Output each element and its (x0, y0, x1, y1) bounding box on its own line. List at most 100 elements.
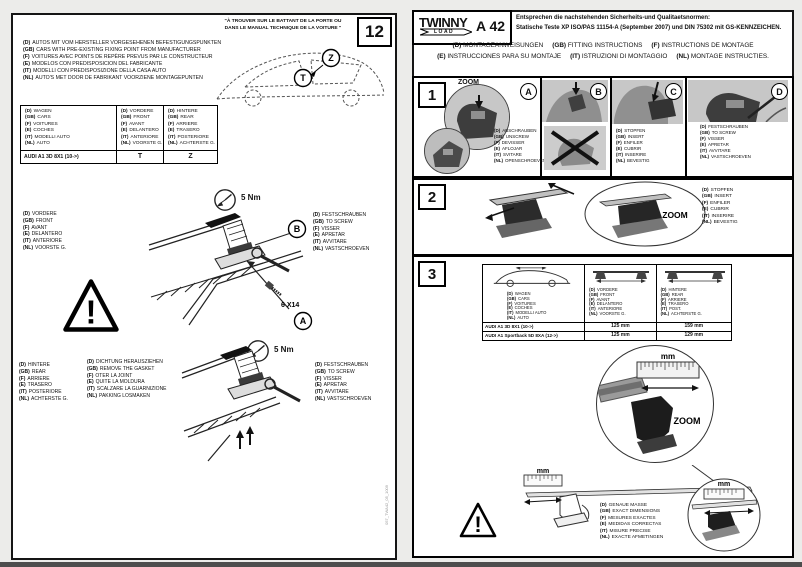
lang-line: (E)QUITE LA MOLDURA (87, 379, 167, 386)
lang-line: (GB)REAR (660, 291, 731, 298)
lang-line: (NL)VASTSCHROEVEN (700, 154, 751, 160)
lang-line: (E)AFLOJAR (494, 146, 546, 152)
lang-text: ARRIERE (27, 375, 50, 382)
lang-text: AVANT (31, 224, 48, 231)
lang-code: (IT) (168, 134, 176, 140)
lang-code: (D) (600, 503, 607, 508)
lang-line: (D)STOPFEN (616, 128, 650, 134)
table-header-cars: (D)WAGEN(GB)CARS(F)VOITURES(E)COCHES(IT)… (21, 106, 116, 150)
lang-line: (F)VOITURES (507, 300, 584, 307)
marker-z: Z (328, 53, 334, 63)
lang-line: (E)DELANTERO (121, 128, 163, 134)
lang-text: UNSCREW (505, 134, 529, 140)
lang-text: INSERT (714, 194, 732, 200)
lang-code: (NL) (589, 311, 598, 317)
table-row: AUDI A1 Sportback 5D 8XA (12->) 125 mm 1… (482, 331, 732, 341)
lang-text: MONTAGE INSTRUCTIES. (690, 53, 769, 60)
lang-text: POSTERIORE (177, 134, 209, 140)
lang-code: (GB) (23, 217, 34, 224)
lang-code: (IT) (589, 306, 596, 312)
lang-line: (NL)VOORSTE G. (589, 311, 655, 317)
step-2-number: 2 (427, 188, 437, 206)
instr-item: (IT) ISTRUZIONI DI MONTAGGIO (570, 53, 667, 60)
lang-text: OPENSCHROEVEN (505, 158, 547, 164)
lang-code: (GB) (660, 291, 670, 297)
lang-code: (IT) (19, 389, 27, 395)
lang-text: VASTSCHROEVEN (325, 245, 370, 252)
lang-code: (D) (23, 211, 30, 217)
lang-text: WAGEN (33, 109, 52, 114)
lang-text: TRASERO (176, 128, 200, 134)
lang-line: (E)COCHES (507, 306, 584, 311)
lang-code: (D) (168, 109, 175, 114)
lang-line: (GB)REAR (168, 115, 217, 121)
panel-divider (685, 78, 687, 176)
lang-line: (E)DELANTERO (589, 302, 655, 307)
lang-code: (NL) (616, 158, 625, 164)
lang-text: VOITURES (33, 121, 58, 127)
lang-text: POST. (669, 306, 682, 312)
lang-line: (E)COCHES (25, 128, 116, 134)
rear-dimension: 129 mm (655, 331, 731, 341)
lang-line: (NL)OPENSCHROEVEN (494, 158, 546, 164)
zoom-photo-foot (424, 128, 470, 174)
front-dimension: 125 mm (584, 331, 655, 341)
lang-text: MONTAGEANWEISUNGEN (463, 42, 544, 49)
lang-text: AFLOJAR (502, 146, 523, 152)
lang-line: (D)ABSCHRAUBEN (494, 128, 546, 134)
lang-line: (NL)AUTO (507, 315, 584, 321)
instructions-title-line-2: (E) INSTRUCCIONES PARA SU MONTAJE(IT) IS… (414, 53, 792, 60)
screw-size-label: 6 X14 (281, 302, 299, 309)
lang-code: (E) (507, 305, 513, 311)
full-bar-measure-diagram: mm mm (523, 465, 761, 552)
lang-code: (GB) (702, 194, 713, 200)
lang-text: APRETAR (323, 382, 347, 389)
lang-text: VISSER (707, 136, 725, 142)
fixing-points-list: (D)AUTOS MIT VOM HERSTELLER VORGESEHENEN… (23, 40, 221, 82)
lang-code: (F) (315, 375, 322, 382)
lang-line: (D)VORDERE (589, 287, 655, 293)
lang-line: (E)TRASERO (19, 382, 68, 389)
lang-text: REAR (31, 368, 46, 375)
lang-text: COCHES (514, 305, 533, 311)
lang-code: (D) (660, 287, 667, 292)
lang-code: (IT) (313, 239, 321, 245)
lang-text: VOITURES (514, 300, 536, 306)
lang-code: (E) (23, 61, 30, 68)
lang-text: AVVITARE (709, 148, 731, 154)
lang-text: ABSCHRAUBEN (502, 128, 537, 133)
step-3-number: 3 (427, 265, 437, 283)
lang-code: (GB) (507, 295, 517, 301)
lang-line: (E)APRETAR (315, 382, 371, 389)
lang-line: (IT)MODELLI CON PREDISPOSIZIONE DELLA CA… (23, 68, 221, 75)
logo-swoosh-icon (420, 28, 472, 36)
lang-code: (IT) (660, 306, 668, 312)
photo-insert-detail (612, 80, 683, 124)
lang-line: (GB)CARS WITH PRE-EXISTING FIXING POINT … (23, 47, 221, 54)
instr-item: (NL) MONTAGE INSTRUCTIES. (676, 53, 769, 60)
lang-code: (NL) (600, 535, 610, 541)
ruler-unit-label: mm (718, 481, 730, 488)
marker-b: B (294, 224, 301, 234)
lang-text: TO SCREW (327, 368, 355, 375)
lang-line: (IT)AVVITARE (313, 239, 369, 246)
lang-line: (GB)FRONT (121, 115, 163, 121)
lang-text: VORDERE (597, 287, 618, 292)
lang-text: AUTO (517, 315, 529, 321)
lang-text: AVVITARE (322, 239, 347, 245)
exclamation-mark: ! (474, 512, 481, 537)
lang-code: (IT) (600, 528, 608, 534)
lang-line: (NL)VASTSCHROEVEN (315, 396, 371, 403)
right-page: TWINNY LOAD A 42 Entsprechen die nachste… (412, 10, 794, 558)
lang-text: HINTERE (668, 287, 687, 292)
lang-code: (GB) (600, 509, 611, 515)
lang-line: (D)VORDERE (23, 211, 66, 218)
front-position-list: (D)VORDERE(GB)FRONT(F)AVANT(E)DELANTERO(… (23, 211, 66, 252)
lang-line: (NL)EXACTE AFMETINGEN (600, 535, 663, 541)
lang-text: FITTING INSTRUCTIONS (567, 42, 643, 49)
lang-code: (F) (651, 42, 660, 49)
standards-line-1: Entsprechen die nachstehenden Sicherheit… (516, 15, 711, 21)
lang-line: (IT)MODELLI AUTO (25, 135, 116, 141)
brand-name: TWINNY (419, 15, 468, 30)
lang-text: DELANTERO (596, 301, 623, 307)
